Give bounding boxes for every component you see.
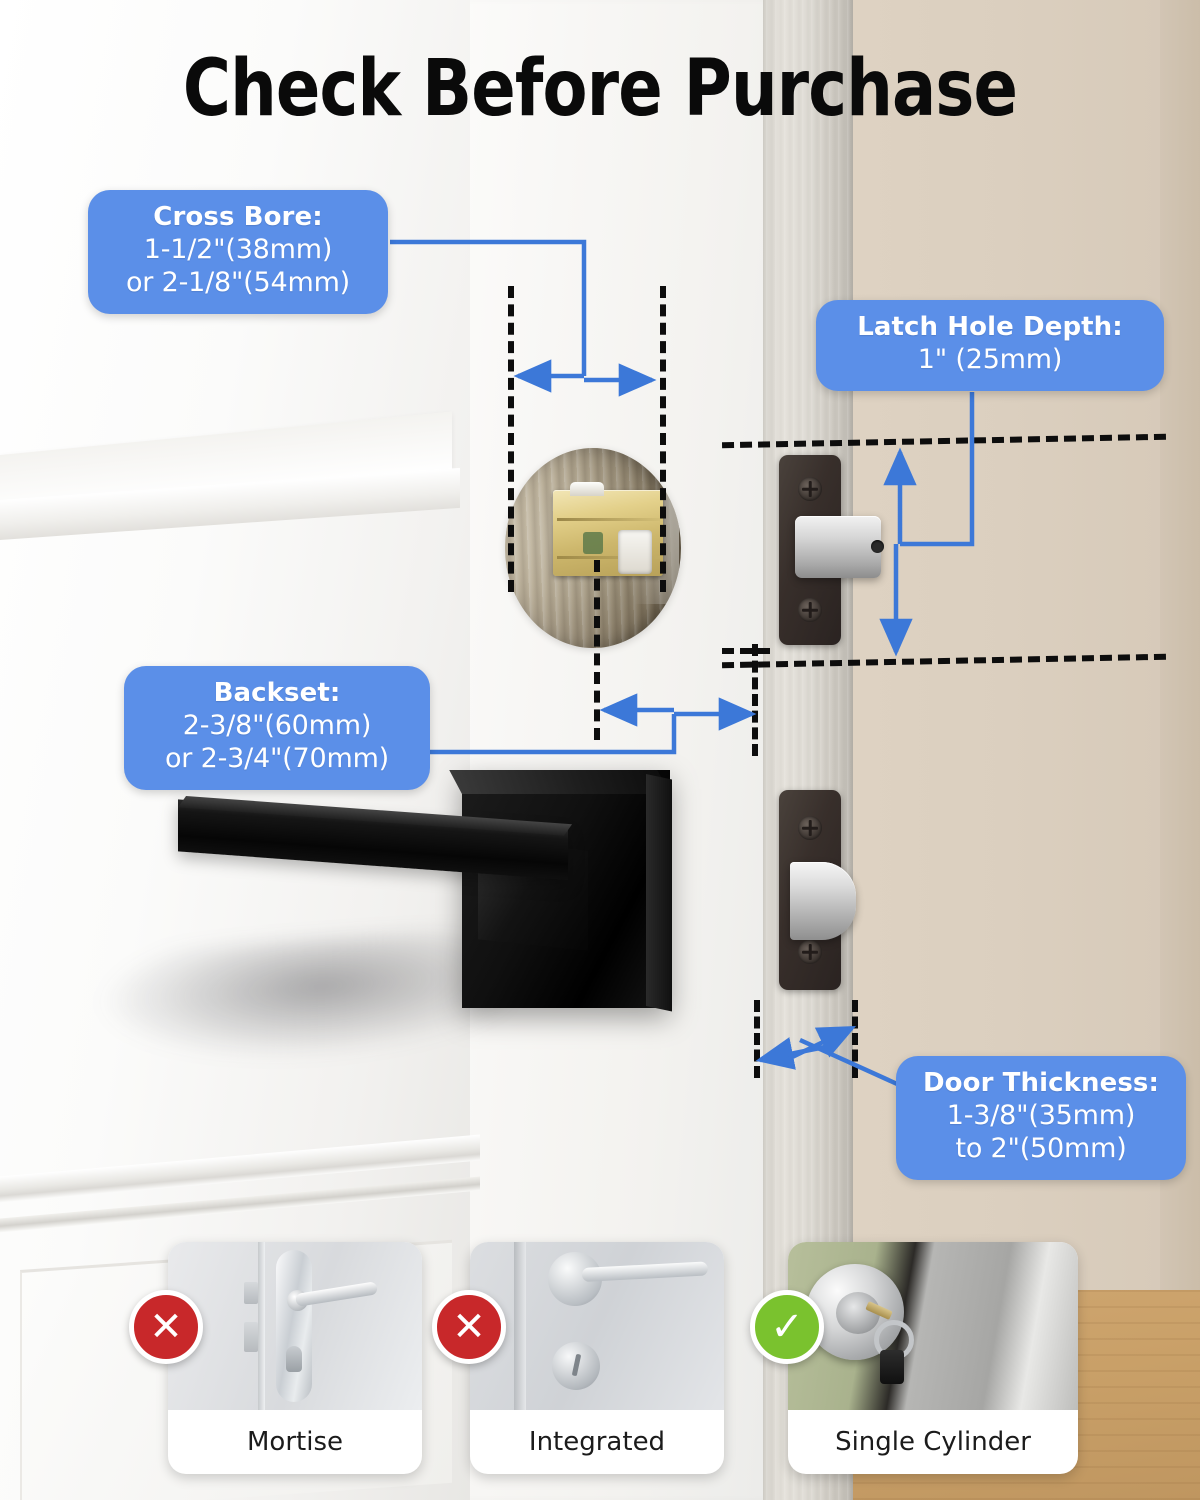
card-single-cylinder-label: Single Cylinder xyxy=(835,1427,1031,1457)
latch-spindle-hole xyxy=(618,530,652,574)
integrated-rose xyxy=(548,1252,602,1306)
deadbolt-square-bolt xyxy=(795,516,881,578)
door-jamb xyxy=(514,1242,526,1410)
callout-door-thickness-title: Door Thickness: xyxy=(922,1068,1160,1098)
callout-door-thickness-line-1: 1-3/8"(35mm) xyxy=(946,1099,1136,1131)
keyhole-icon xyxy=(286,1346,302,1372)
mortise-escutcheon-plate xyxy=(276,1250,312,1402)
guide-cross-bore-right xyxy=(660,286,666,592)
key-icon xyxy=(865,1301,893,1320)
callout-backset-title: Backset: xyxy=(213,678,341,708)
callout-door-thickness: Door Thickness: 1-3/8"(35mm) to 2"(50mm) xyxy=(896,1056,1186,1180)
guide-door-thickness-right xyxy=(852,1000,858,1078)
callout-backset-line-1: 2-3/8"(60mm) xyxy=(182,709,372,741)
cross-mark-icon: ✕ xyxy=(129,1290,203,1364)
spring-latch-bolt xyxy=(790,862,856,940)
latch-notch xyxy=(583,532,603,554)
guide-door-thickness-left xyxy=(754,1000,760,1078)
callout-cross-bore-line-1: 1-1/2"(38mm) xyxy=(143,233,333,265)
card-mortise-label: Mortise xyxy=(247,1427,343,1457)
callout-latch-hole-depth-title: Latch Hole Depth: xyxy=(857,312,1123,342)
integrated-lever xyxy=(581,1261,709,1282)
card-mortise[interactable]: Mortise xyxy=(168,1242,422,1474)
door-seam xyxy=(258,1242,265,1410)
card-single-cylinder-photo xyxy=(788,1242,1078,1410)
deadbolt-pin-hole xyxy=(871,540,884,553)
screw-icon xyxy=(798,940,822,964)
callout-backset: Backset: 2-3/8"(60mm) or 2-3/4"(70mm) xyxy=(124,666,430,790)
cross-mark-icon: ✕ xyxy=(432,1290,506,1364)
check-mark-icon: ✓ xyxy=(750,1290,824,1364)
wall-right-strip xyxy=(1160,0,1200,1500)
card-single-cylinder[interactable]: Single Cylinder xyxy=(788,1242,1078,1474)
photo-background xyxy=(788,1242,1078,1410)
page-title: Check Before Purchase xyxy=(182,44,1018,134)
callout-latch-hole-depth: Latch Hole Depth: 1" (25mm) xyxy=(816,300,1164,391)
callout-latch-hole-depth-line-1: 1" (25mm) xyxy=(917,343,1063,375)
latch-tail-piece xyxy=(570,482,604,496)
thumbturn-rose xyxy=(552,1342,600,1390)
callout-cross-bore-title: Cross Bore: xyxy=(153,202,323,232)
thumbturn-slot xyxy=(571,1353,582,1377)
card-integrated[interactable]: Integrated xyxy=(470,1242,724,1474)
mortise-lever xyxy=(294,1281,379,1307)
card-mortise-photo xyxy=(168,1242,422,1410)
screw-icon xyxy=(798,477,822,501)
screw-icon xyxy=(798,598,822,622)
guide-cross-bore-left xyxy=(508,286,514,592)
screw-icon xyxy=(798,816,822,840)
cylinder-keyway xyxy=(836,1292,880,1334)
hinge-icon xyxy=(244,1282,258,1304)
brass-latch-seam-bottom xyxy=(557,556,660,559)
lever-hub xyxy=(287,1290,308,1311)
guide-bore-center xyxy=(594,560,600,740)
card-integrated-photo xyxy=(470,1242,724,1410)
keyring-icon xyxy=(874,1320,914,1360)
compatibility-card-row: Mortise ✕ Integrated ✕ xyxy=(0,1242,1200,1492)
hinge-icon xyxy=(244,1322,258,1352)
key-fob xyxy=(880,1350,904,1384)
card-integrated-label: Integrated xyxy=(528,1427,666,1457)
brass-latch-seam-top xyxy=(557,518,660,521)
handle-rose-right-bevel xyxy=(646,774,672,1012)
photo-background xyxy=(470,1242,724,1410)
photo-background xyxy=(168,1242,422,1410)
callout-cross-bore: Cross Bore: 1-1/2"(38mm) or 2-1/8"(54mm) xyxy=(88,190,388,314)
callout-backset-line-2: or 2-3/4"(70mm) xyxy=(164,742,390,774)
callout-door-thickness-line-2: to 2"(50mm) xyxy=(955,1132,1127,1164)
callout-cross-bore-line-2: or 2-1/8"(54mm) xyxy=(125,266,351,298)
guide-backset-tick xyxy=(722,648,770,654)
handle-rose-top-bevel xyxy=(449,770,670,794)
